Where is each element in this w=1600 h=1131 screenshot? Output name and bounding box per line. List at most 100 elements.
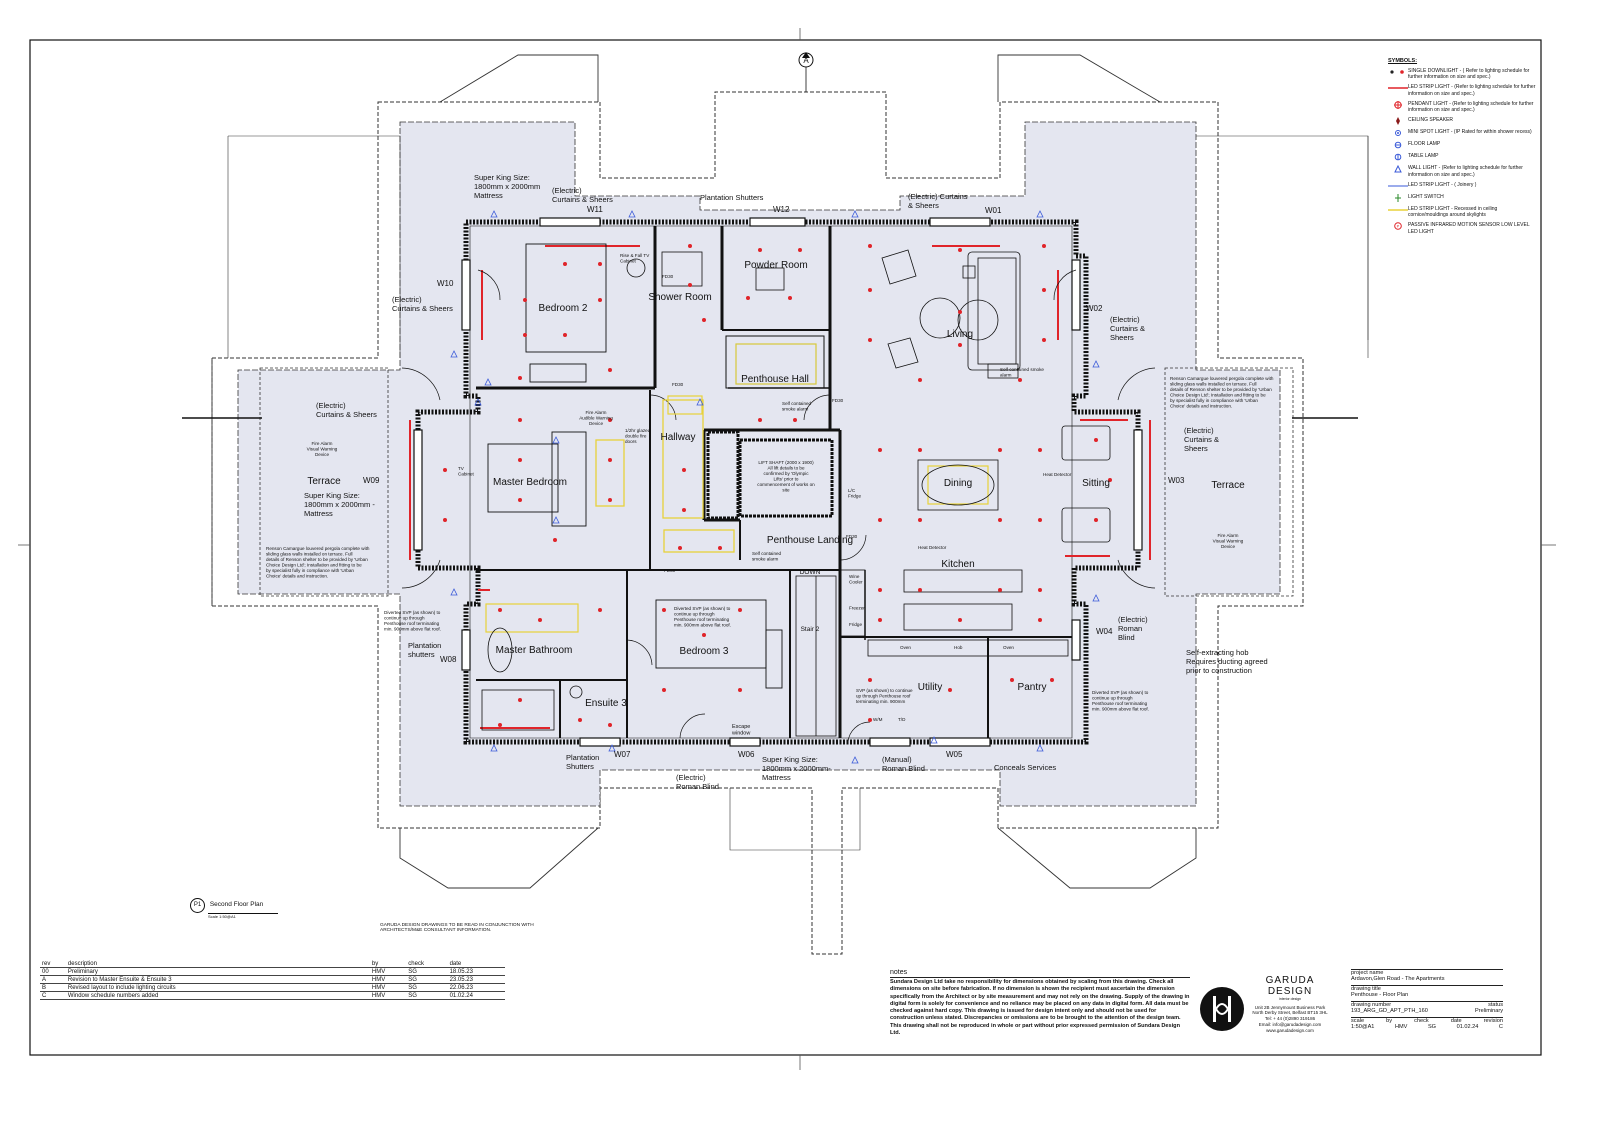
- revision-cell: SG: [406, 975, 448, 984]
- check-value: SG: [1427, 1024, 1437, 1030]
- wall-light-marker: [474, 398, 482, 406]
- downlight-marker: [662, 608, 666, 612]
- downlight-marker: [958, 310, 962, 314]
- revision-cell: 23.05.23: [447, 975, 505, 984]
- downlight-marker: [1038, 518, 1042, 522]
- downlight-marker: [1094, 518, 1098, 522]
- window-w05: W05: [946, 750, 963, 759]
- plan-scale: Scale 1:50@A1: [208, 913, 278, 919]
- annotation-oven1: Oven: [900, 645, 911, 650]
- downlight-marker: [878, 448, 882, 452]
- downlight-marker: [608, 723, 612, 727]
- annotation-hob: Hob: [954, 645, 963, 650]
- annotation-fd30c: FD30: [846, 534, 858, 539]
- legend-row: MINI SPOT LIGHT - (IP Rated for within s…: [1388, 129, 1538, 137]
- downlight-marker: [523, 298, 527, 302]
- wall-light-marker: [696, 398, 704, 406]
- downlight-marker: [868, 678, 872, 682]
- downlight-marker: [868, 244, 872, 248]
- downlight-marker: [662, 688, 666, 692]
- plan-title-block: P1 Second Floor Plan Scale 1:50@A1: [190, 898, 310, 919]
- lift-shaft: [706, 335, 834, 520]
- legend-row: LED STRIP LIGHT - Recessed in ceiling co…: [1388, 206, 1538, 219]
- downlight-marker: [443, 518, 447, 522]
- room-master-bathroom: Master Bathroom: [496, 645, 573, 656]
- downlight-marker: [523, 333, 527, 337]
- company-name-1: GARUDA: [1265, 975, 1315, 986]
- room-penthouse-landing: Penthouse Landing: [767, 535, 853, 546]
- pir-sensor-icon: P: [1388, 222, 1408, 231]
- downlight-marker: [918, 588, 922, 592]
- rev-header: date: [447, 960, 505, 968]
- company-tel: Tel: + 44 (0)2890 319186: [1264, 1016, 1316, 1022]
- downlight-marker: [718, 546, 722, 550]
- downlight-marker: [1010, 678, 1014, 682]
- revision-value: C: [1498, 1024, 1503, 1030]
- legend-row: WALL LIGHT - (Refer to lighting schedule…: [1388, 165, 1538, 178]
- wall-light-icon: [1388, 165, 1408, 173]
- legend-row: LED STRIP LIGHT - (Refer to lighting sch…: [1388, 84, 1538, 97]
- drawing-number-label: drawing number: [1351, 1002, 1392, 1008]
- legend-row: LIGHT SWITCH: [1388, 193, 1538, 202]
- status-value: Preliminary: [1475, 1008, 1503, 1014]
- downlight-marker: [878, 518, 882, 522]
- downlight-marker: [958, 343, 962, 347]
- led-joinery-icon: [1388, 182, 1408, 190]
- downlight-marker: [998, 448, 1002, 452]
- crop-marks: [18, 28, 1556, 1070]
- room-bedroom2: Bedroom 2: [539, 303, 588, 314]
- notes-heading: notes: [890, 968, 1190, 979]
- downlight-marker: [598, 262, 602, 266]
- scale-value: 1:50@A1: [1351, 1024, 1375, 1030]
- revision-cell: Window schedule numbers added: [65, 991, 370, 1000]
- led-strip-lines: [409, 245, 1151, 729]
- downlight-marker: [1108, 478, 1112, 482]
- downlight-marker: [878, 588, 882, 592]
- window-w01: W01: [985, 206, 1002, 215]
- rev-header: description: [65, 960, 370, 968]
- rev-header: rev: [40, 960, 66, 968]
- wall-light-marker: [450, 588, 458, 596]
- wall-light-marker: [851, 210, 859, 218]
- room-penthouse-hall: Penthouse Hall: [741, 374, 809, 385]
- downlight-marker: [563, 262, 567, 266]
- downlight-marker: [598, 608, 602, 612]
- symbols-legend: SYMBOLS: SINGLE DOWNLIGHT - ( Refer to l…: [1388, 58, 1538, 239]
- legend-row: TABLE LAMP: [1388, 153, 1538, 161]
- annotation-curtains-w01: (Electric) Curtains& Sheers: [908, 192, 968, 210]
- room-terrace-left: Terrace: [307, 476, 341, 487]
- living-furniture: [881, 249, 1021, 379]
- downlight-marker: [758, 248, 762, 252]
- date-value: 01.02.24: [1456, 1024, 1479, 1030]
- window-tags: W01 W02 W03 W04 W05 W06 W07 W08 W09 W10 …: [363, 205, 1185, 759]
- downlight-markers: [443, 244, 1112, 727]
- company-tagline: interior design: [1279, 997, 1301, 1001]
- legend-label: LED STRIP LIGHT - Recessed in ceiling co…: [1408, 205, 1498, 219]
- by-label: by: [1386, 1018, 1393, 1024]
- kitchen-units: [839, 569, 1069, 657]
- rev-header: by: [369, 960, 407, 968]
- room-hallway: Hallway: [660, 432, 695, 443]
- downlight-marker: [598, 298, 602, 302]
- corner-bays: [211, 54, 1369, 889]
- downlight-marker: [738, 688, 742, 692]
- window-w10: W10: [437, 279, 454, 288]
- annotation-renson-right: Renson Camargue louvered pergola complet…: [1170, 376, 1274, 409]
- downlight-marker: [538, 618, 542, 622]
- legend-row: LED STRIP LIGHT - ( Joinery ): [1388, 182, 1538, 190]
- room-living: Living: [947, 329, 973, 340]
- check-label: check: [1414, 1018, 1429, 1024]
- downlight-marker: [1038, 448, 1042, 452]
- annotation-super-king-bottom: Super King Size:1800mm x 2000mm-Mattress: [762, 755, 831, 782]
- downlight-marker: [998, 588, 1002, 592]
- downlight-marker: [868, 718, 872, 722]
